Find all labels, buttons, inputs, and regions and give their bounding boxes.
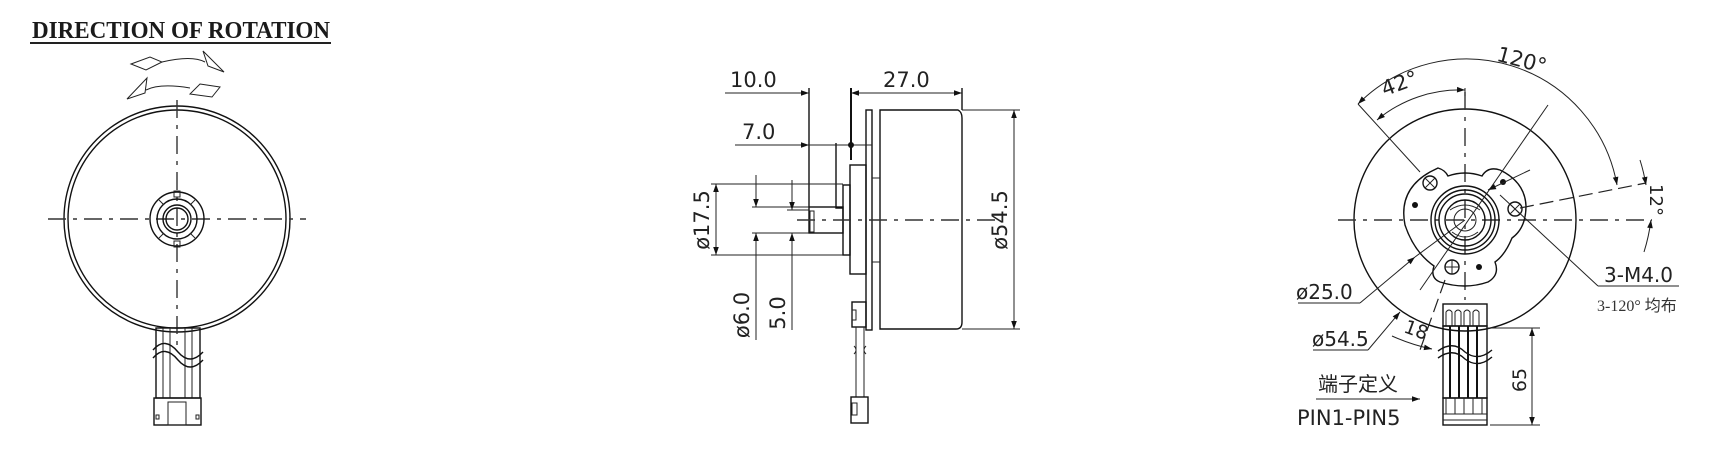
dim-pattern-angle: 120° <box>1494 42 1549 78</box>
dim-outer-diameter: ø54.5 <box>1312 327 1369 351</box>
dim-shaft-diameter: ø6.0 <box>730 292 754 338</box>
thread-callout: 3-M4.0 <box>1604 263 1673 287</box>
terminal-label: 端子定义 <box>1318 372 1398 396</box>
dim-hub-diameter: ø17.5 <box>690 190 714 250</box>
front-cable <box>152 327 204 426</box>
front-view: DIRECTION OF ROTATION <box>30 18 331 426</box>
thread-note: 3-120° 均布 <box>1597 297 1677 315</box>
dim-shaft-protrusion: 10.0 <box>730 68 777 92</box>
rear-connector <box>1437 303 1493 426</box>
dim-shaft-step: 7.0 <box>742 120 775 144</box>
dim-shaft-flat: 5.0 <box>766 296 790 329</box>
dim-bolt-circle: ø25.0 <box>1296 280 1353 304</box>
dim-offset-angle: 42° <box>1378 66 1421 101</box>
dim-small-angle: 12° <box>1645 184 1666 216</box>
screw-hole <box>1444 259 1460 275</box>
rear-view: 120° 42° 12° 3-M4.0 3-120° 均布 ø25.0 ø54.… <box>1296 42 1679 430</box>
side-view: 10.0 27.0 7.0 ø17.5 ø6.0 5.0 ø54.5 <box>690 68 1020 424</box>
rotation-title: DIRECTION OF ROTATION <box>32 18 331 44</box>
motor-face <box>48 100 306 345</box>
dim-cable-length: 65 <box>1509 368 1531 392</box>
screw-hole <box>1422 175 1438 191</box>
dim-body-diameter: ø54.5 <box>988 190 1012 250</box>
bidirectional-arrow-icon <box>126 50 225 100</box>
dim-body-length: 27.0 <box>883 68 930 92</box>
dim-cable-offset: 18 <box>1401 316 1431 345</box>
terminal-pins: PIN1-PIN5 <box>1297 406 1400 430</box>
